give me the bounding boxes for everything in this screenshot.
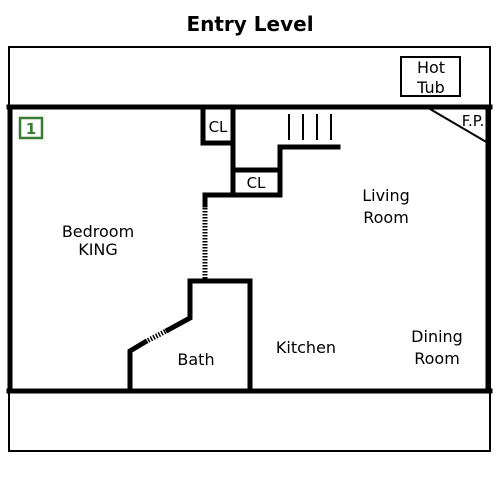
bath-west-wall: [127, 338, 149, 394]
hot-tub-label-line2: Tub: [416, 78, 445, 97]
bedroom-label-line1: Bedroom: [62, 222, 134, 241]
dining-room-label-line1: Dining: [411, 327, 463, 346]
level-badge: [18, 116, 44, 140]
page-title: Entry Level: [186, 12, 314, 36]
bedroom-label-line2: KING: [78, 240, 118, 259]
hot-tub: [400, 56, 461, 97]
fireplace-label: F.P.: [462, 112, 484, 130]
hot-tub-label-line1: Hot: [417, 58, 445, 77]
level-badge-text: 1: [26, 120, 36, 138]
closet-upper-label: CL: [209, 118, 228, 136]
bath-east-wall: [202, 278, 253, 394]
dining-room-label-line2: Room: [414, 349, 460, 368]
bath-north-wall: [164, 278, 208, 334]
living-room-label-line2: Room: [363, 208, 409, 227]
living-room-label-line1: Living: [362, 186, 410, 205]
bath-label: Bath: [177, 350, 214, 369]
fireplace-wall: [428, 107, 490, 145]
bath-door: [143, 327, 170, 345]
closet-upper-walls: [200, 104, 236, 146]
closet-lower-label: CL: [247, 174, 266, 192]
kitchen-label: Kitchen: [276, 338, 336, 357]
